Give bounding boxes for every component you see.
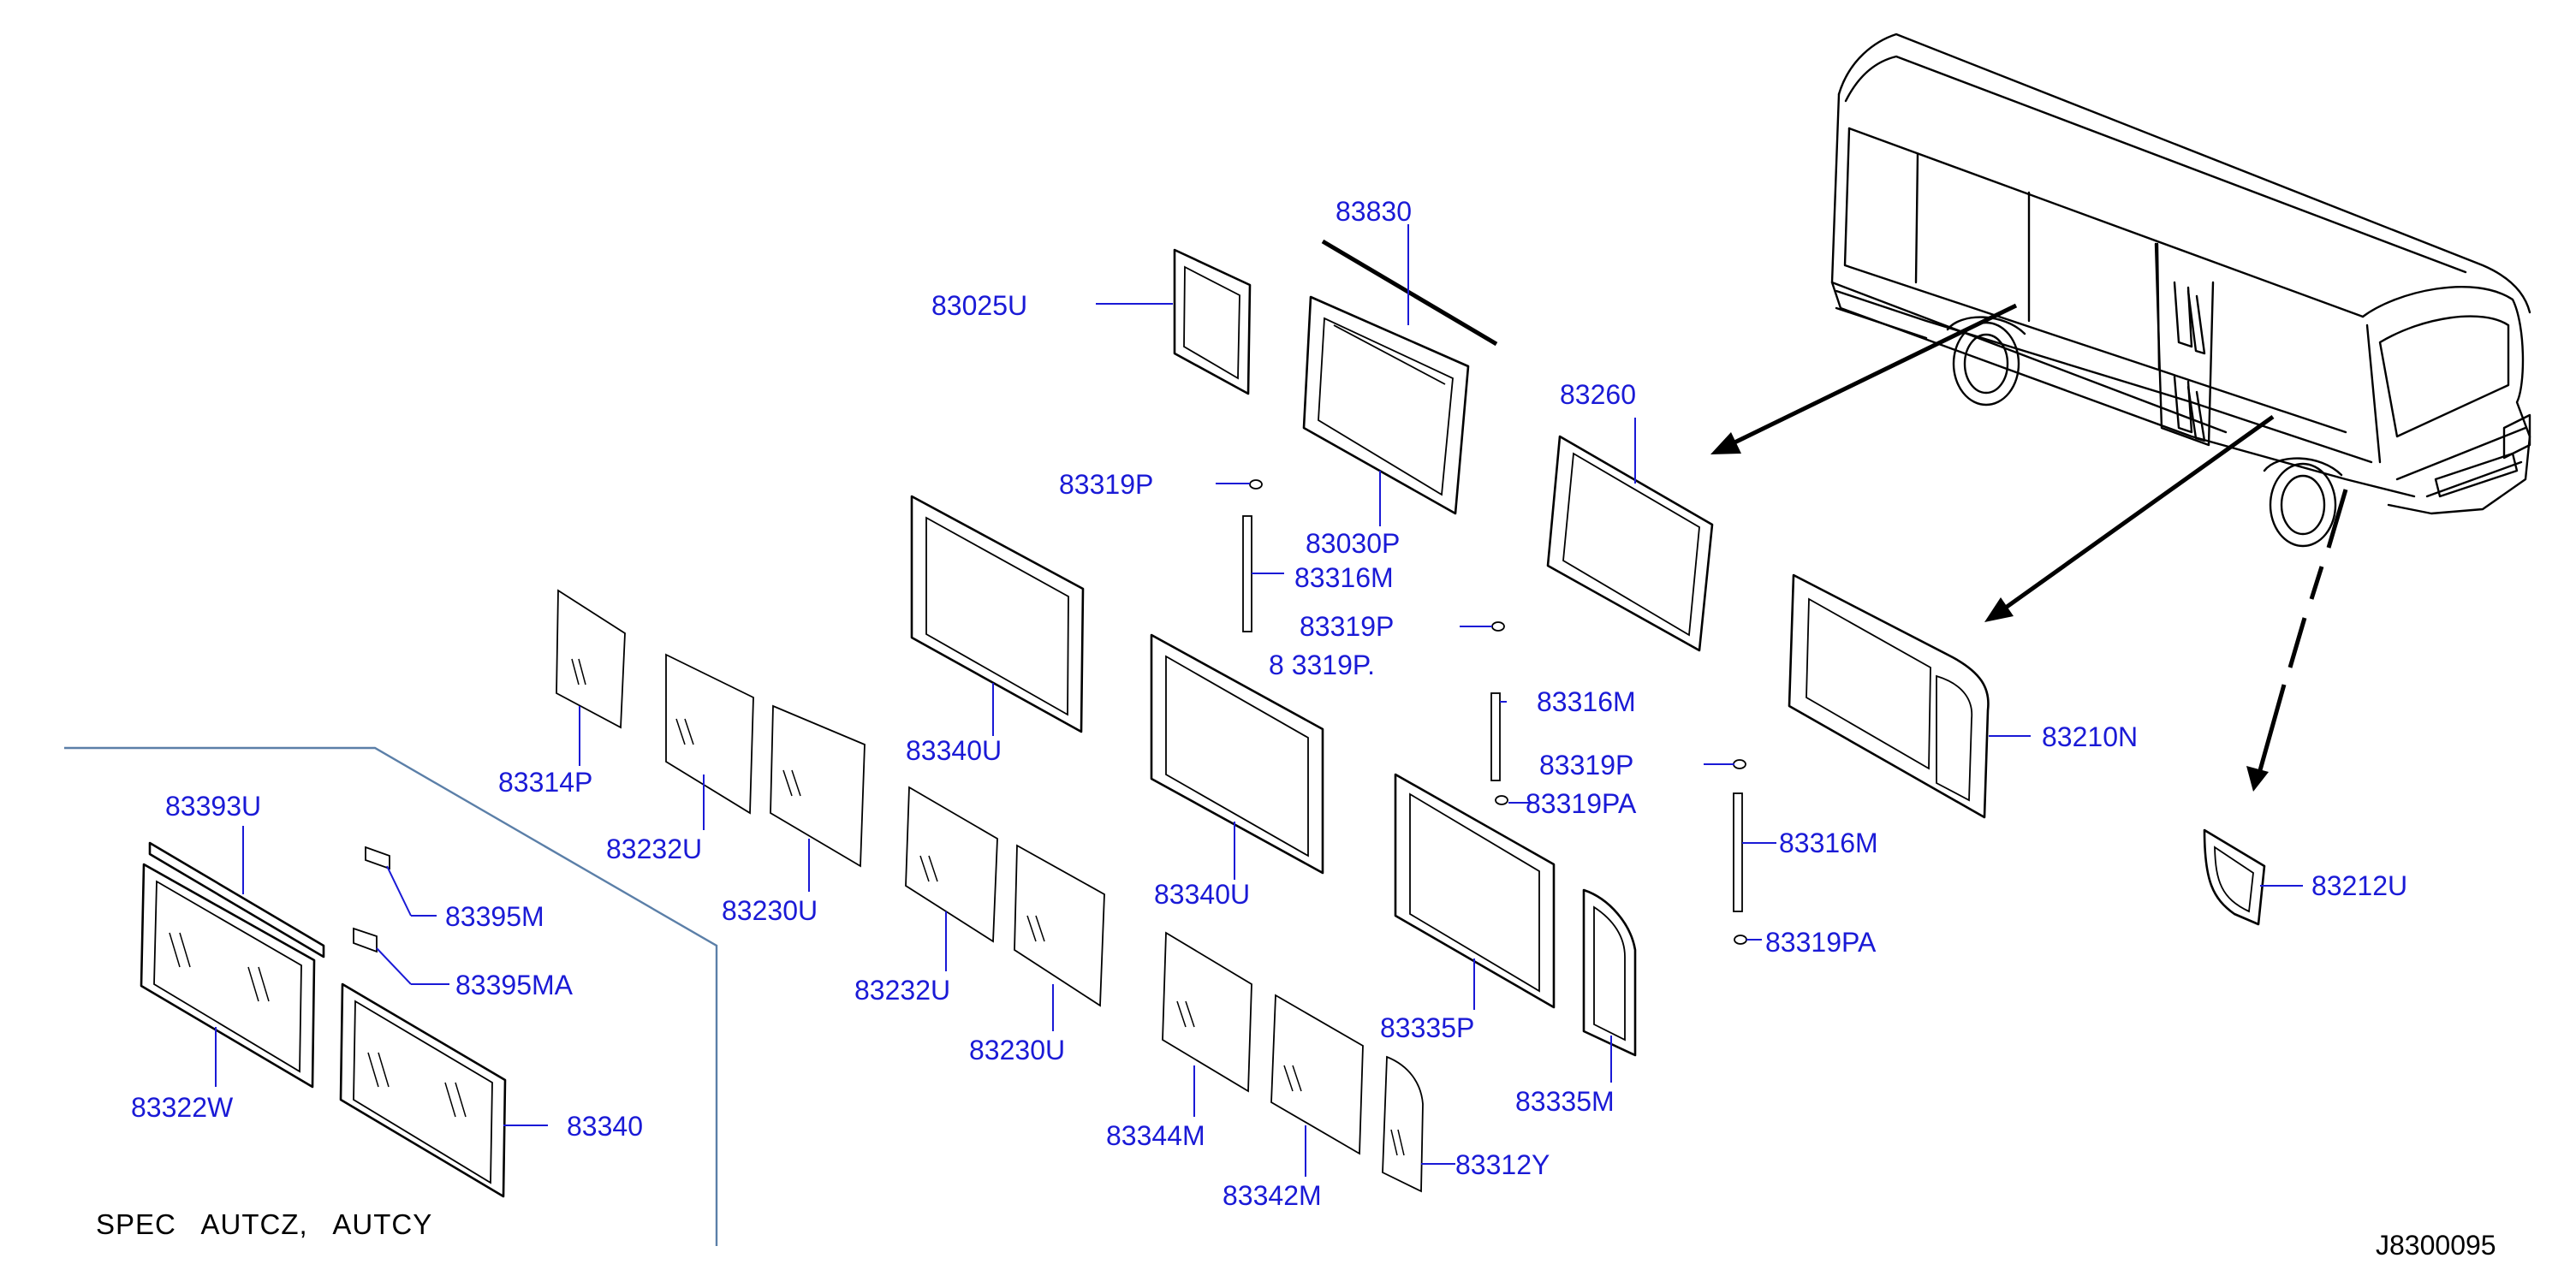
- arrow-to-83212u: [2258, 489, 2348, 771]
- label-83319pa-b: 83319PA: [1765, 927, 1877, 958]
- part-83212u-glass: [2203, 828, 2266, 926]
- label-83340: 83340: [567, 1111, 643, 1142]
- part-83335m-glass: [1582, 888, 1637, 1057]
- arrow-to-83260: [1728, 303, 2018, 448]
- label-83030p: 83030P: [1306, 528, 1400, 559]
- label-83312y: 83312Y: [1455, 1149, 1550, 1180]
- label-83340u-a: 83340U: [906, 735, 1002, 766]
- label-83230u-a: 83230U: [722, 895, 818, 926]
- label-83319p-c: 83319P: [1539, 750, 1633, 780]
- part-83312y-glass: [1382, 1055, 1424, 1193]
- part-83322w-window: [140, 863, 316, 1089]
- molding-strip-83830: [1321, 239, 1498, 347]
- label-83344m: 83344M: [1106, 1120, 1205, 1151]
- rear-wheel: [1946, 316, 2026, 407]
- part-83340-window: [339, 982, 507, 1198]
- part-83210n-window: [1788, 573, 1990, 819]
- front-wheel: [2263, 457, 2343, 548]
- label-83025u: 83025U: [931, 290, 1027, 321]
- label-83830: 83830: [1336, 196, 1412, 227]
- part-83230u-glass-a: [770, 704, 866, 868]
- part-83395ma-clip: [353, 927, 378, 953]
- label-83322w: 83322W: [131, 1092, 234, 1123]
- part-labels: 83830 83025U 83260 83319P 83030P 83316M …: [131, 196, 2407, 1211]
- part-83344m-glass: [1162, 931, 1252, 1093]
- part-83340u-lower: [1150, 633, 1324, 875]
- label-83395m: 83395M: [445, 901, 544, 932]
- spec-section-divider: [64, 746, 718, 1246]
- label-83212u: 83212U: [2311, 870, 2407, 901]
- label-83232u-a: 83232U: [606, 834, 702, 864]
- label-83230u-b: 83230U: [969, 1035, 1065, 1065]
- part-83314p-glass: [556, 589, 626, 729]
- part-83395m-clip: [365, 846, 390, 870]
- spec-note: SPEC AUTCZ, AUTCY: [96, 1208, 432, 1240]
- van-illustration: [1830, 33, 2531, 548]
- label-83395ma: 83395MA: [455, 970, 574, 1000]
- label-83335m: 83335M: [1515, 1086, 1615, 1117]
- part-83393u-strip: [148, 841, 325, 958]
- label-83210n: 83210N: [2042, 721, 2138, 752]
- label-83316m-c: 83316M: [1779, 828, 1878, 858]
- label-83335p: 83335P: [1380, 1012, 1474, 1043]
- part-83342m-glass: [1270, 994, 1364, 1155]
- label-83314p: 83314P: [498, 767, 592, 798]
- label-83232u-b: 83232U: [854, 975, 950, 1006]
- reference-code: J8300095: [2376, 1230, 2496, 1261]
- part-83030p-window: [1302, 295, 1470, 515]
- label-83342m: 83342M: [1223, 1180, 1322, 1211]
- part-83232u-glass-b: [905, 786, 998, 943]
- part-83025u-glass: [1173, 248, 1252, 395]
- arrow-to-83210n: [2002, 414, 2275, 612]
- label-83319pa-a: 83319PA: [1526, 788, 1637, 819]
- label-83260: 83260: [1560, 379, 1636, 410]
- leader-lines: [215, 224, 2303, 1177]
- callout-arrows: [1710, 303, 2348, 792]
- part-83230u-glass-b: [1014, 844, 1105, 1007]
- part-83340u-upper: [910, 495, 1085, 733]
- label-83316m-a: 83316M: [1294, 562, 1394, 593]
- label-83319p-b: 83319P: [1300, 611, 1394, 642]
- label-83316m-b: 83316M: [1537, 686, 1636, 717]
- label-83319p-partial: 8 3319P.: [1269, 650, 1375, 680]
- label-83393u: 83393U: [165, 791, 261, 822]
- label-83319p-a: 83319P: [1059, 469, 1153, 500]
- label-83340u-b: 83340U: [1154, 879, 1250, 910]
- part-83232u-glass-a: [665, 653, 754, 815]
- part-83260-window: [1546, 435, 1714, 652]
- part-83335p-window: [1394, 773, 1556, 1009]
